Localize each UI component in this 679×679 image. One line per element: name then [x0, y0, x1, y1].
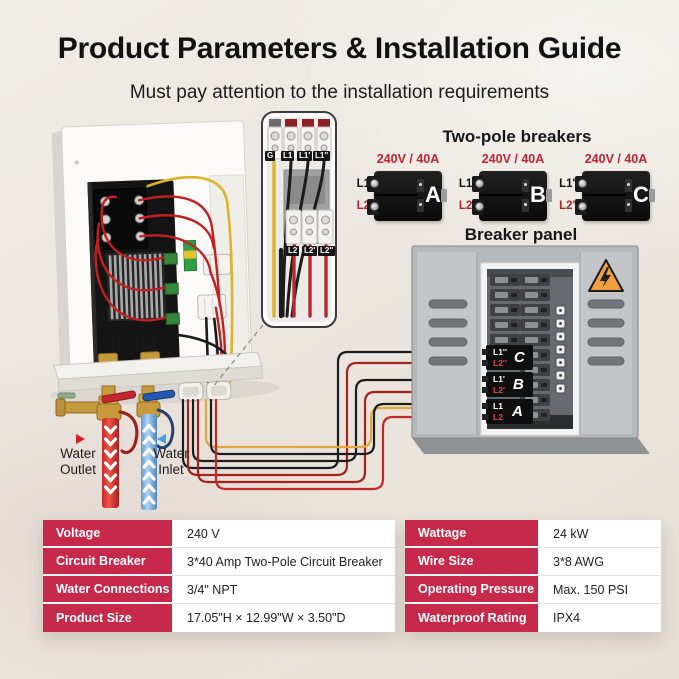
inset-terminal-l2p: L2' — [302, 246, 318, 256]
spec-value: 3*8 AWG — [538, 548, 661, 576]
warning-icon — [588, 259, 624, 292]
table-row: Voltage 240 V — [43, 520, 395, 548]
breaker-b-l1-label: L1' — [458, 178, 475, 190]
spec-value: Max. 150 PSI — [538, 576, 661, 604]
water-outlet-label: Water Outlet — [59, 446, 97, 477]
breaker-b: B — [472, 171, 552, 221]
cold-valve-handle — [142, 389, 176, 402]
breaker-panel-graphic — [411, 245, 650, 454]
spec-value: 17.05"H × 12.99"W × 3.50"D — [187, 611, 346, 625]
breaker-b-l2-label: L2' — [458, 200, 475, 212]
panel-slot-c-l1: L1'' — [493, 347, 507, 357]
heater-unit — [49, 120, 280, 405]
table-row: Wire Size 3*8 AWG — [405, 548, 661, 576]
panel-slot-a-l1: L1 — [493, 401, 503, 411]
inset-terminal-l1pp: L1'' — [313, 151, 331, 161]
table-row: Circuit Breaker 3*40 Amp Two-Pole Circui… — [43, 548, 395, 576]
breaker-c-l1-label: L1'' — [559, 178, 578, 190]
hot-valve-handle — [101, 390, 137, 404]
spec-table-right: Wattage 24 kW Wire Size 3*8 AWG Operatin… — [405, 520, 661, 632]
two-pole-breakers-heading: Two-pole breakers — [442, 127, 592, 146]
connection-wires — [181, 350, 492, 491]
breaker-c: C — [575, 171, 655, 221]
spec-label: Wire Size — [405, 548, 538, 576]
heater-module — [87, 179, 180, 371]
cold-water-valve — [136, 385, 176, 510]
breaker-a-letter: A — [425, 182, 441, 207]
spec-label: Wattage — [405, 520, 538, 548]
breaker-panel-heading: Breaker panel — [464, 225, 578, 244]
page-subtitle: Must pay attention to the installation r… — [129, 82, 550, 103]
spec-value: 3/4" NPT — [172, 576, 395, 604]
spec-label: Product Size — [43, 604, 172, 632]
water-inlet-label: Water Inlet — [153, 446, 189, 477]
spec-label: Voltage — [43, 520, 172, 548]
internal-ground-wire — [146, 175, 234, 383]
wire-a-l1 — [209, 398, 492, 456]
breaker-a-l1-label: L1 — [356, 178, 370, 190]
wire-c-l1 — [181, 350, 492, 470]
wire-b-l1 — [191, 378, 492, 463]
table-row: Product Size 17.05"H × 12.99"W × 3.50"D — [43, 604, 395, 632]
page-title: Product Parameters & Installation Guide — [57, 32, 622, 65]
panel-installed-breakers — [482, 345, 533, 424]
breaker-c-letter: C — [633, 182, 649, 207]
inset-callout — [261, 111, 337, 328]
wire-a-l2 — [214, 398, 492, 491]
breaker-c-rating: 240V / 40A — [584, 152, 648, 166]
spec-value: 24 kW — [538, 520, 661, 548]
panel-slot-a-letter: A — [512, 403, 523, 420]
table-row: Wattage 24 kW — [405, 520, 661, 548]
table-row: Operating Pressure Max. 150 PSI — [405, 576, 661, 604]
green-terminal — [163, 252, 178, 266]
breaker-b-rating: 240V / 40A — [481, 152, 545, 166]
spec-value: 240 V — [172, 520, 395, 548]
spec-label: Waterproof Rating — [405, 604, 538, 632]
inset-terminal-l1p: L1' — [297, 151, 313, 161]
spec-value: IPX4 — [553, 611, 581, 625]
green-terminal — [165, 312, 180, 325]
inset-terminal-l1: L1 — [281, 151, 295, 161]
table-row: Waterproof Rating IPX4 — [405, 604, 661, 632]
panel-slot-b-l2: L2' — [493, 385, 505, 395]
hot-water-valve — [55, 385, 139, 508]
green-terminal — [164, 282, 179, 296]
spec-value: 3*40 Amp Two-Pole Circuit Breaker — [172, 548, 395, 576]
spec-table-left: Voltage 240 V Circuit Breaker 3*40 Amp T… — [43, 520, 395, 632]
spec-label: Operating Pressure — [405, 576, 538, 604]
heat-sink — [105, 251, 167, 322]
inset-bottom-terminals — [285, 209, 334, 245]
leader-line — [211, 324, 264, 389]
vent-slots — [428, 299, 625, 366]
breaker-a-l2-label: L2 — [356, 200, 370, 212]
breaker-b-letter: B — [530, 182, 546, 207]
pcb — [183, 239, 198, 272]
inset-terminal-l2pp: L2'' — [318, 246, 336, 256]
inlet-arrow-icon — [157, 434, 166, 444]
wire-c-l2 — [186, 361, 492, 477]
outlet-arrow-icon — [76, 434, 85, 444]
breaker-a-rating: 240V / 40A — [376, 152, 440, 166]
wire-b-l2 — [196, 390, 492, 484]
inset-terminal-l2: L2 — [286, 246, 300, 256]
spec-label: Circuit Breaker — [43, 548, 172, 576]
panel-slot-a-l2: L2 — [493, 412, 503, 422]
panel-slot-c-letter: C — [514, 349, 525, 366]
spec-label: Water Connections — [43, 576, 172, 604]
panel-slot-b-l1: L1' — [493, 374, 505, 384]
table-row: Water Connections 3/4" NPT — [43, 576, 395, 604]
panel-slot-b-letter: B — [513, 376, 524, 393]
panel-slot-c-l2: L2'' — [493, 358, 507, 368]
breaker-c-l2-label: L2'' — [559, 200, 578, 212]
inset-terminal-g: G — [265, 151, 276, 161]
breaker-a: A — [367, 171, 447, 221]
panel-indicator-dots — [555, 305, 566, 394]
